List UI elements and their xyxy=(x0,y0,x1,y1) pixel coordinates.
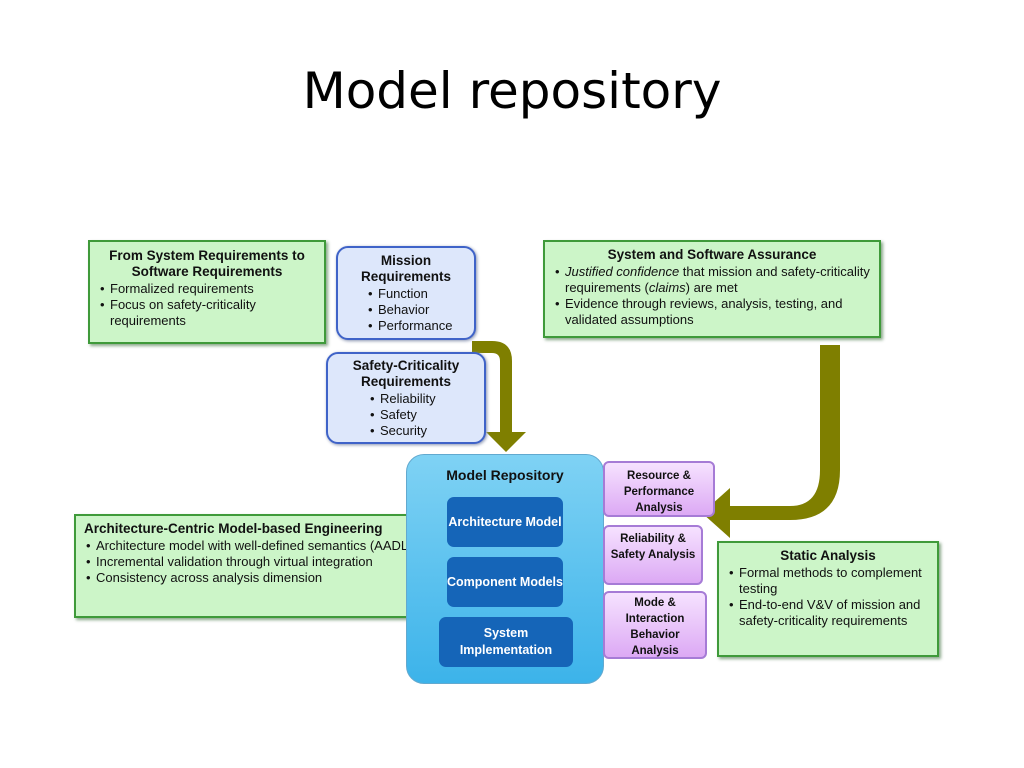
assurance-claims: claims xyxy=(648,280,686,295)
reliability-safety-analysis: Reliability & Safety Analysis xyxy=(603,525,703,585)
safety-requirements-item: Safety xyxy=(368,407,478,423)
arrow-to-analysis xyxy=(702,345,840,538)
static-analysis-item: Formal methods to complement testing xyxy=(727,565,929,597)
system-implementation-block: System Implementation xyxy=(439,617,573,667)
assurance-heading: System and Software Assurance xyxy=(607,247,817,262)
model-repository-heading: Model Repository xyxy=(446,467,564,483)
mission-requirements-item: Performance xyxy=(366,318,468,334)
acme-item: Incremental validation through virtual i… xyxy=(84,554,422,570)
assurance-item-evidence: Evidence through reviews, analysis, test… xyxy=(553,296,871,328)
system-requirements-box: From System Requirements to Software Req… xyxy=(88,240,326,344)
safety-requirements-box: Safety-Criticality Requirements Reliabil… xyxy=(326,352,486,444)
safety-requirements-item: Security xyxy=(368,423,478,439)
acme-heading: Architecture-Centric Model-based Enginee… xyxy=(84,521,383,536)
mission-requirements-item: Function xyxy=(366,286,468,302)
acme-item: Consistency across analysis dimension xyxy=(84,570,422,586)
mission-requirements-heading: Mission Requirements xyxy=(360,253,452,284)
static-analysis-item: End-to-end V&V of mission and safety-cri… xyxy=(727,597,929,629)
safety-requirements-item: Reliability xyxy=(368,391,478,407)
architecture-model-block: Architecture Model xyxy=(447,497,563,547)
system-requirements-item: Focus on safety-criticality requirements xyxy=(98,297,316,329)
resource-performance-analysis: Resource & Performance Analysis xyxy=(603,461,715,517)
assurance-emphasis: Justified confidence xyxy=(565,264,680,279)
static-analysis-heading: Static Analysis xyxy=(780,548,876,563)
mission-requirements-item: Behavior xyxy=(366,302,468,318)
mission-requirements-box: Mission Requirements Function Behavior P… xyxy=(336,246,476,340)
assurance-item-confidence: Justified confidence that mission and sa… xyxy=(553,264,871,296)
static-analysis-box: Static Analysis Formal methods to comple… xyxy=(717,541,939,657)
system-requirements-item: Formalized requirements xyxy=(98,281,316,297)
component-models-block: Component Models xyxy=(447,557,563,607)
safety-requirements-heading: Safety-Criticality Requirements xyxy=(352,358,460,389)
system-requirements-heading: From System Requirements to Software Req… xyxy=(109,248,305,279)
mode-interaction-analysis: Mode & Interaction Behavior Analysis xyxy=(603,591,707,659)
model-repository: Model Repository Architecture Model Comp… xyxy=(406,454,604,684)
acme-item: Architecture model with well-defined sem… xyxy=(84,538,422,554)
assurance-box: System and Software Assurance Justified … xyxy=(543,240,881,338)
page-title: Model repository xyxy=(302,62,722,120)
acme-box: Architecture-Centric Model-based Enginee… xyxy=(74,514,432,618)
